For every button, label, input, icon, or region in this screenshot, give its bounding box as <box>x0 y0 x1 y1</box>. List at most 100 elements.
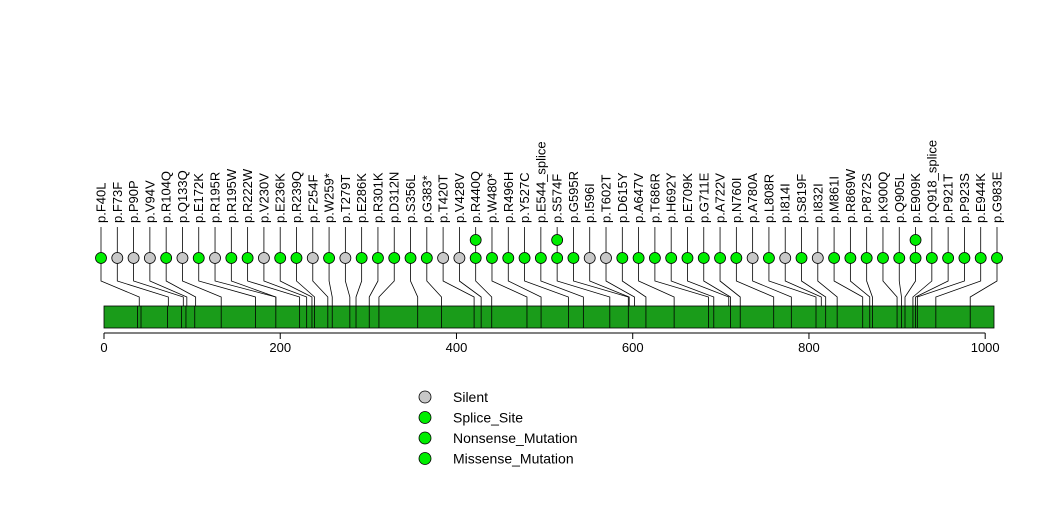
mutation-dot <box>730 252 743 264</box>
mutation-label: p.G383* <box>419 175 434 223</box>
mutation-label: p.E172K <box>191 173 206 223</box>
connector-line <box>442 258 475 306</box>
mutation-dot <box>583 252 596 264</box>
connector-line <box>866 258 873 306</box>
connector-line <box>882 258 898 306</box>
mutation-dot <box>942 252 955 264</box>
mutation-label: p.P923S <box>957 173 972 223</box>
connector-line <box>182 258 222 306</box>
mutation-dot <box>616 252 629 264</box>
mutation-label: p.A780A <box>745 173 760 223</box>
connector-line <box>540 258 584 306</box>
connector-line <box>573 258 629 306</box>
mutation-label: p.P921T <box>941 174 956 223</box>
mutation-dot <box>404 252 417 264</box>
mutation-label: p.I596I <box>582 183 597 223</box>
mutation-label: p.T420T <box>436 175 451 223</box>
connector-line <box>100 258 140 306</box>
connector-line <box>833 258 864 306</box>
mutation-dot <box>127 252 140 264</box>
mutation-label: p.R869W <box>843 168 858 223</box>
connector-line <box>605 258 635 306</box>
mutation-label: p.L808R <box>761 174 776 223</box>
mutation-label: p.E286K <box>354 173 369 223</box>
mutation-dot <box>795 252 808 264</box>
mutation-label: p.S356L <box>403 175 418 223</box>
mutation-dot <box>176 252 189 264</box>
mutation-label: p.R104Q <box>159 171 174 223</box>
mutation-label: p.S574F <box>550 174 565 223</box>
x-tick-label: 600 <box>622 340 644 355</box>
mutation-dot <box>665 252 678 264</box>
mutation-label: p.Y527C <box>517 172 532 223</box>
mutation-label: p.Q918_splice <box>924 140 939 223</box>
mutation-dot <box>828 252 840 264</box>
mutation-dot <box>714 252 726 264</box>
mutation-dot <box>958 252 971 264</box>
connector-line <box>165 258 197 306</box>
mutation-dot <box>600 252 612 264</box>
connector-line <box>817 258 838 306</box>
mutation-dot <box>160 252 173 264</box>
connector-line <box>687 258 730 306</box>
protein-domain-bar <box>103 305 995 329</box>
mutation-label: p.R440Q <box>468 171 483 223</box>
connector-line <box>263 258 308 306</box>
connector-line <box>116 258 169 306</box>
mutation-label: p.E709K <box>680 173 695 223</box>
x-tick-label: 800 <box>798 340 820 355</box>
mutation-label: p.A647V <box>631 173 646 223</box>
connector-line <box>638 258 675 306</box>
mutation-dot <box>632 252 645 264</box>
connector-line <box>344 258 351 306</box>
mutation-label: p.P872S <box>859 173 874 223</box>
connector-line <box>898 258 902 306</box>
legend-label: Nonsense_Mutation <box>453 430 578 446</box>
legend-label: Silent <box>453 389 488 405</box>
mutation-dot <box>225 252 238 264</box>
mutation-label: p.T279T <box>338 175 353 223</box>
mutation-dots <box>95 234 1003 264</box>
connector-line <box>904 258 916 306</box>
mutation-dot <box>420 252 433 264</box>
mutation-label: p.F40L <box>94 183 109 223</box>
mutation-label: p.Q905L <box>892 173 907 223</box>
connector-line <box>426 258 442 306</box>
mutation-label: p.V428V <box>452 173 467 223</box>
connector-line <box>935 258 982 306</box>
mutation-dot <box>306 252 319 264</box>
mutation-dot <box>779 252 792 264</box>
mutation-dot <box>518 252 531 264</box>
mutation-dot <box>453 252 466 264</box>
mutation-label: p.R239Q <box>289 171 304 223</box>
mutation-dot <box>844 252 857 264</box>
connector-line <box>230 258 277 306</box>
connector-line <box>149 258 188 306</box>
connector-line <box>247 258 301 306</box>
mutation-dot <box>192 252 205 264</box>
mutation-dot <box>909 234 922 246</box>
mutation-dot <box>551 252 564 264</box>
connector-line <box>312 258 329 306</box>
connector-line <box>198 258 256 306</box>
mutation-dot <box>437 252 450 264</box>
mutation-dot <box>469 252 482 264</box>
connector-line <box>654 258 709 306</box>
mutation-dot <box>486 252 498 264</box>
connector-line <box>916 258 965 306</box>
mutation-dot <box>469 234 482 246</box>
protein-bar <box>103 305 995 329</box>
connector-line <box>621 258 647 306</box>
mutation-label: p.I832I <box>810 183 825 223</box>
connector-line <box>719 258 741 306</box>
mutation-label: p.V94V <box>142 180 157 223</box>
mutation-label: p.D312N <box>387 172 402 223</box>
mutation-label: p.D615Y <box>615 172 630 223</box>
legend-label: Missense_Mutation <box>453 451 574 467</box>
mutation-label: p.M861I <box>827 176 842 223</box>
mutation-dot <box>372 252 384 264</box>
connector-line <box>458 258 482 306</box>
mutation-dot <box>355 252 368 264</box>
